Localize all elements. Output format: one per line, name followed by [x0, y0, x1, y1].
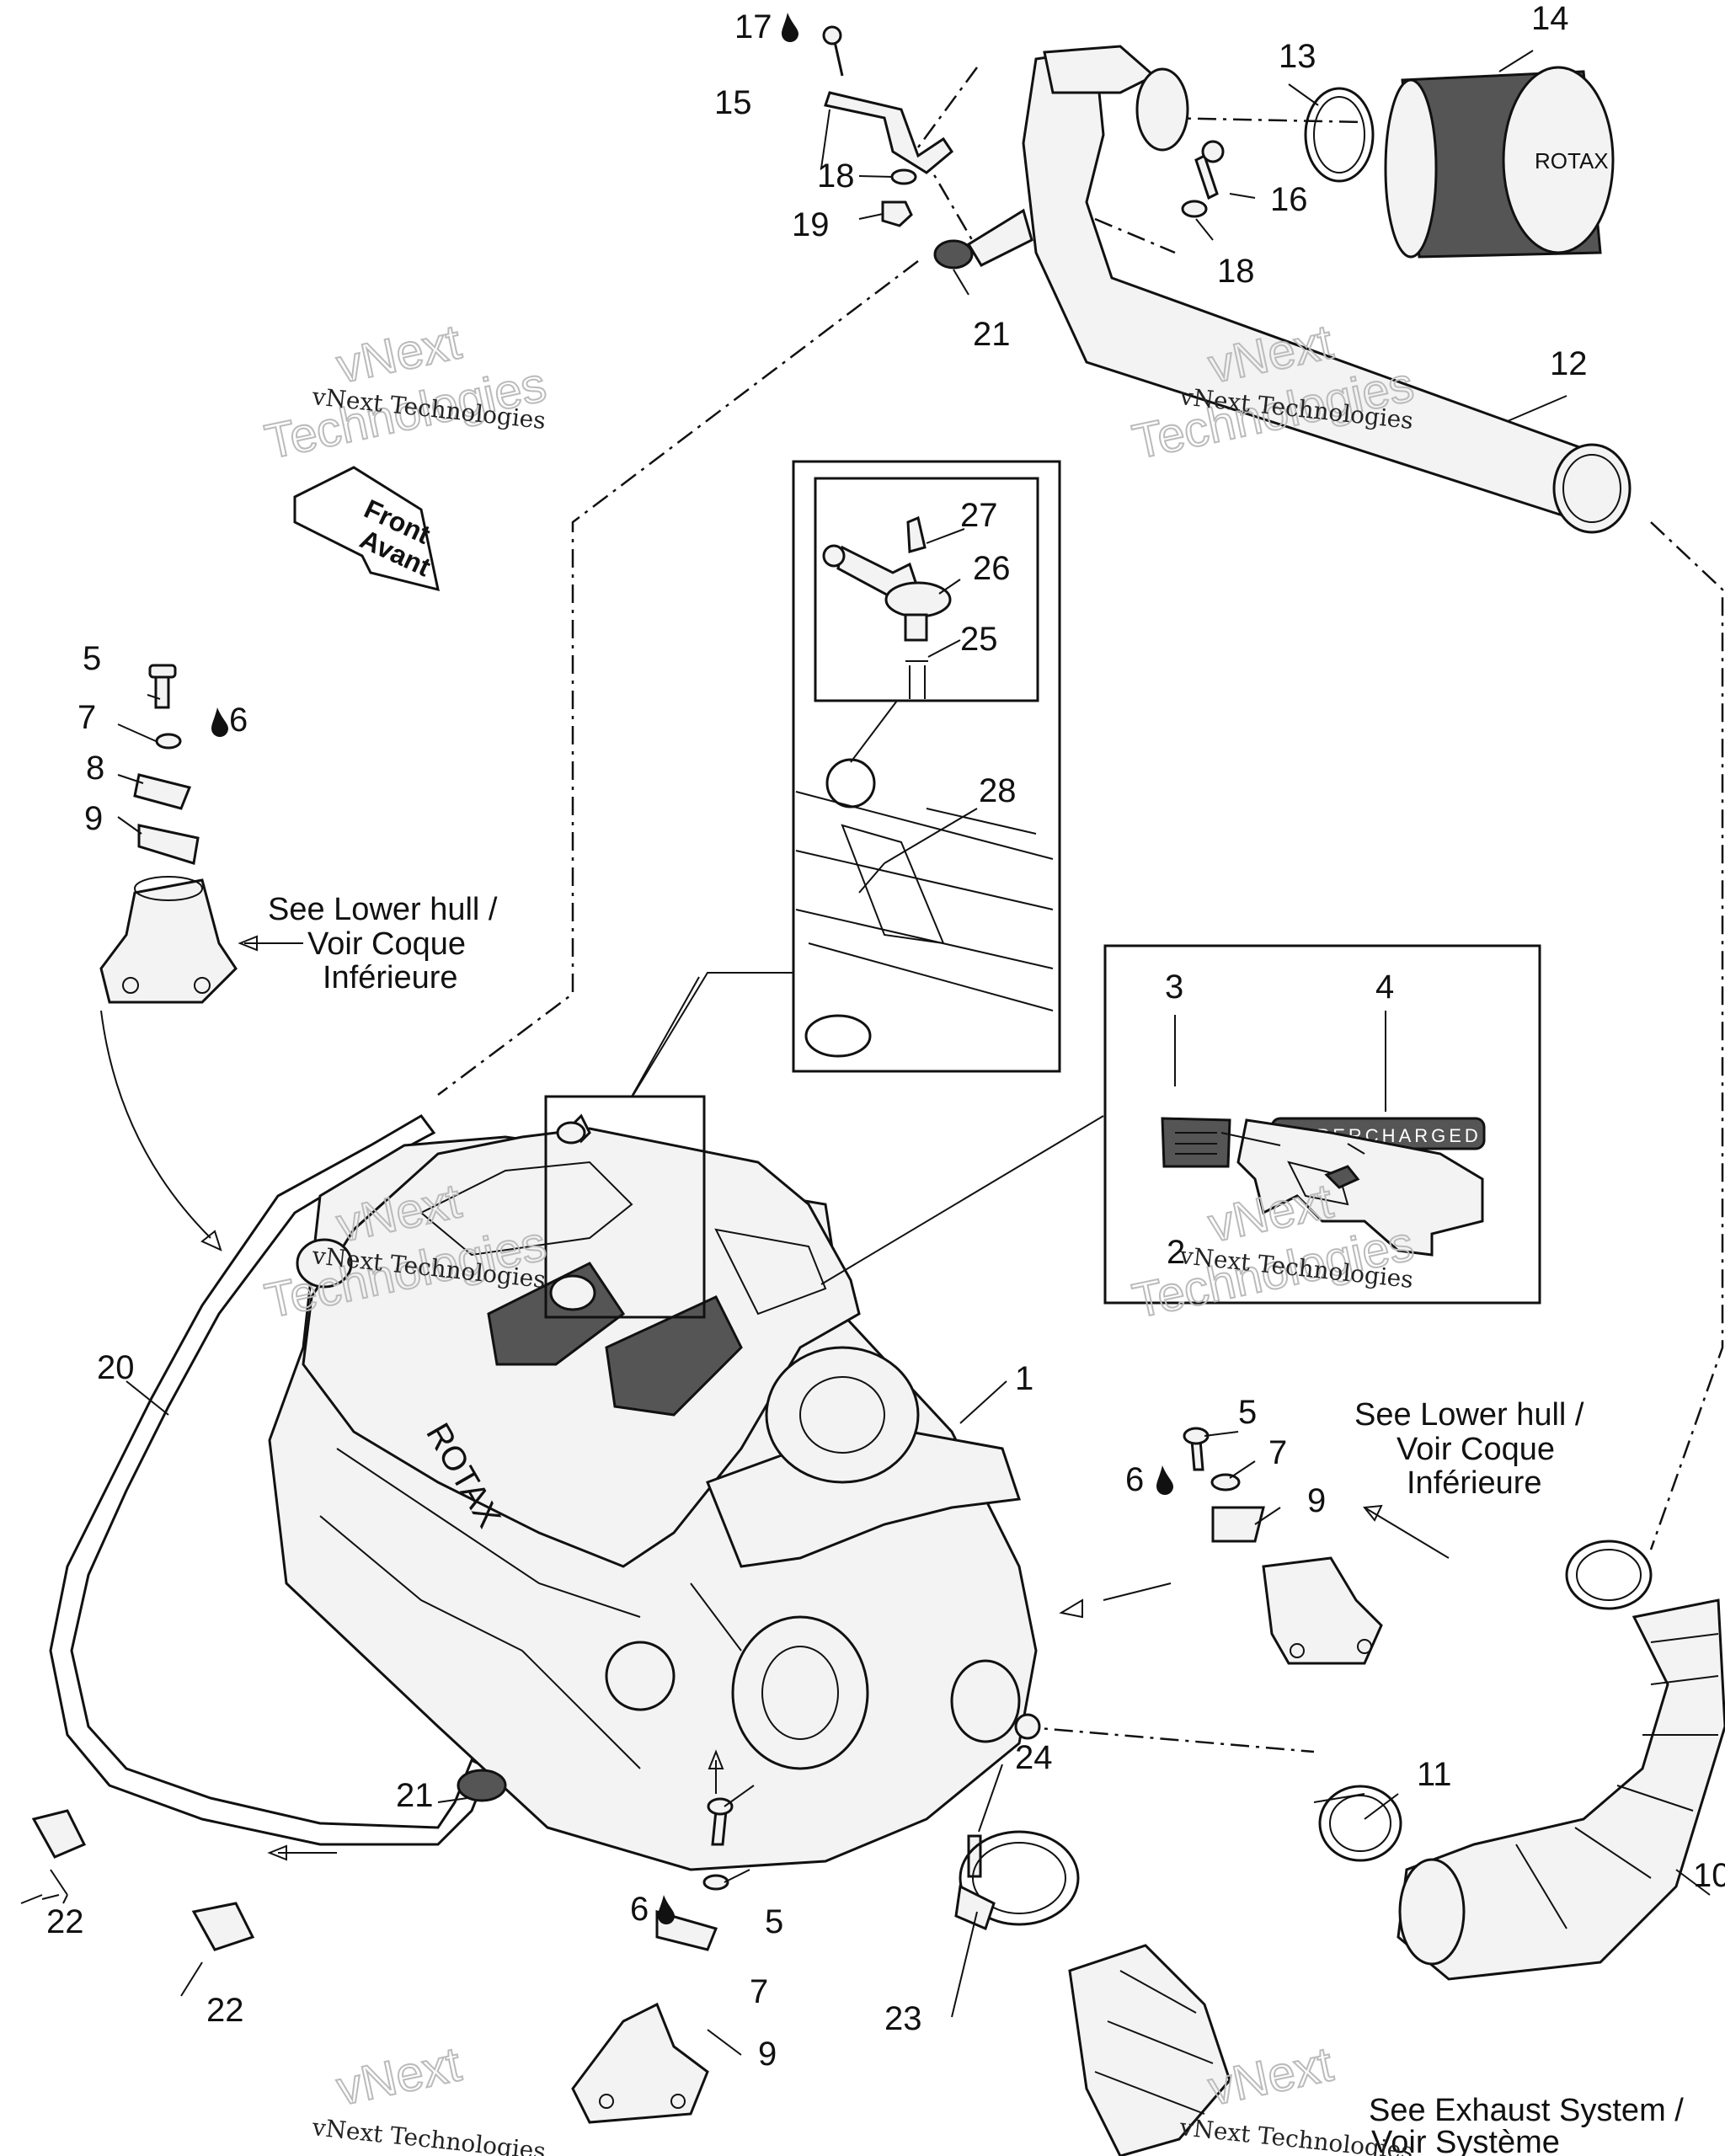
- callout-18-right: 18: [1217, 253, 1255, 290]
- droplet-icon: [782, 13, 798, 42]
- air-filter-clamp: [1304, 87, 1375, 183]
- callout-21-lower: 21: [396, 1777, 434, 1814]
- callout-27: 27: [960, 497, 998, 534]
- note-exhaust-1: See Exhaust System /: [1369, 2093, 1684, 2128]
- callout-5-bottom: 5: [765, 1903, 783, 1940]
- routing-lines: [437, 67, 1724, 1753]
- callout-7-bottom: 7: [750, 1973, 768, 2010]
- air-filter-label: ROTAX: [1535, 148, 1609, 173]
- callout-9-left: 9: [84, 800, 103, 837]
- callout-7-left: 7: [77, 699, 96, 736]
- engine-mount-right: [1183, 1427, 1383, 1665]
- air-filter: ROTAX: [1384, 66, 1615, 259]
- intake-boot-group: [1318, 1540, 1725, 1981]
- watermark-big-top: vNext: [1204, 2036, 1338, 2116]
- note-lower-hull-right-1: See Lower hull /: [1354, 1397, 1584, 1433]
- exhaust-clamp-group: [954, 1830, 1231, 2156]
- callout-4: 4: [1375, 969, 1394, 1006]
- callout-10: 10: [1693, 1857, 1725, 1894]
- front-direction-arrow: Front Avant: [293, 466, 440, 592]
- callout-22-left: 22: [46, 1903, 84, 1940]
- droplet-icon: [1156, 1465, 1173, 1495]
- callout-6-bottom: 6: [630, 1891, 649, 1928]
- lower-fittings: [20, 1769, 507, 1997]
- callout-1: 1: [1015, 1360, 1033, 1397]
- callout-23: 23: [884, 2000, 922, 2037]
- callout-5-right: 5: [1238, 1394, 1257, 1431]
- callout-22-right: 22: [206, 1992, 244, 2029]
- callout-28: 28: [979, 772, 1017, 809]
- droplet-icon: [658, 1895, 675, 1924]
- note-exhaust-2: Voir Système: [1371, 2125, 1560, 2156]
- note-lower-hull-left-2: Voir Coque: [307, 926, 466, 962]
- callout-26: 26: [973, 550, 1011, 587]
- watermark-big-top: vNext: [332, 2036, 466, 2116]
- watermark-text: vNext Technologies: [310, 2113, 547, 2156]
- callout-3: 3: [1165, 969, 1183, 1006]
- callout-5-left: 5: [83, 640, 101, 677]
- engine-assembly: ROTAX: [268, 1113, 1041, 1871]
- detail-frame: [544, 1095, 706, 1319]
- callout-7-right: 7: [1268, 1434, 1287, 1471]
- leader-lines: [62, 50, 1711, 2056]
- callout-6-right: 6: [1125, 1461, 1144, 1498]
- engine-cover-piece: [1236, 1118, 1484, 1257]
- callout-6-left: 6: [229, 702, 248, 739]
- note-lower-hull-left-1: See Lower hull /: [268, 892, 498, 927]
- reference-notes: See Lower hull / Voir Coque Inférieure S…: [268, 892, 1684, 2156]
- callout-9-right: 9: [1307, 1482, 1326, 1519]
- callout-12: 12: [1550, 345, 1588, 382]
- coolant-hose: [49, 1114, 490, 1846]
- callout-2: 2: [1167, 1234, 1185, 1271]
- note-lower-hull-right-2: Voir Coque: [1397, 1432, 1555, 1467]
- note-lower-hull-right-3: Inférieure: [1407, 1465, 1542, 1501]
- mounting-bracket: [824, 91, 953, 174]
- adhesive-droplet-icons: [211, 13, 1173, 1924]
- callout-14: 14: [1531, 0, 1569, 37]
- callout-20: 20: [97, 1349, 135, 1386]
- direction-arrows: [100, 935, 1450, 1861]
- callout-11: 11: [1417, 1756, 1452, 1793]
- note-lower-hull-left-3: Inférieure: [323, 960, 458, 995]
- callouts: 1 2 3 4 5 5 5 6 6 6 7 7 7 8 9 9 9 10 11 …: [46, 0, 1725, 2073]
- callout-13: 13: [1279, 38, 1316, 75]
- callout-15: 15: [714, 84, 752, 121]
- engine-mount-left: [99, 664, 238, 1004]
- callout-8: 8: [86, 750, 104, 787]
- detail-inset-cover: SUPERCHARGED: [1103, 944, 1541, 1305]
- callout-17: 17: [734, 8, 772, 45]
- callout-16: 16: [1270, 181, 1308, 218]
- callout-9-bottom: 9: [758, 2036, 777, 2073]
- callout-24: 24: [1015, 1739, 1053, 1776]
- callout-19: 19: [792, 206, 830, 243]
- callout-25: 25: [960, 621, 998, 658]
- callout-18-top: 18: [817, 157, 855, 195]
- air-intake-group: ROTAX: [822, 25, 1632, 534]
- droplet-icon: [211, 707, 228, 737]
- detail-inset-fitting: [792, 460, 1061, 1073]
- callout-21-top: 21: [973, 316, 1011, 353]
